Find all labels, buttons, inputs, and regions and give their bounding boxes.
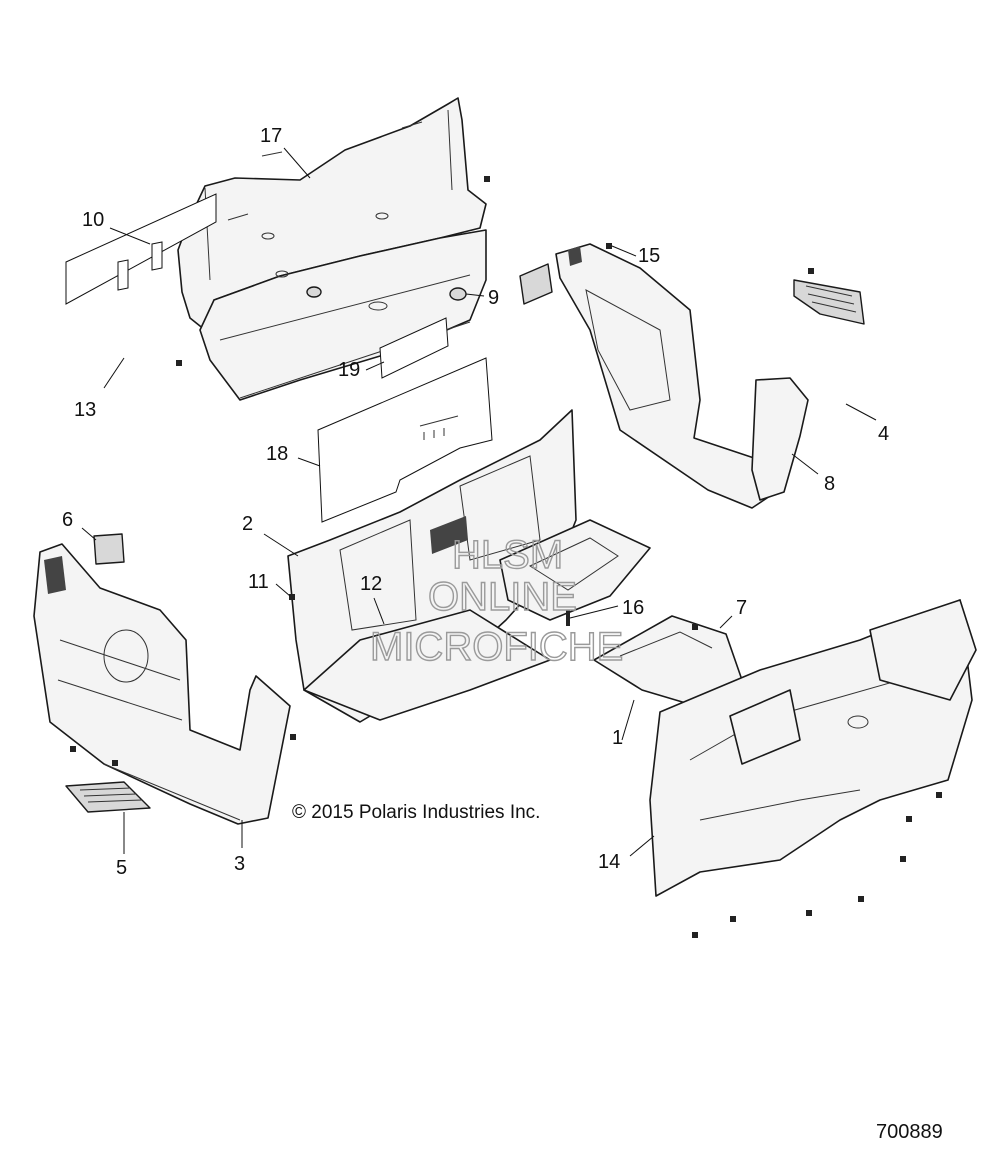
callout-18: 18 <box>266 443 288 465</box>
callout-13: 13 <box>74 399 96 421</box>
part-5-footrest <box>65 781 151 813</box>
callout-9: 9 <box>488 287 499 309</box>
part-4-footrest <box>793 279 865 325</box>
part-6-fastener <box>93 533 125 565</box>
callouts: 1 2 3 4 5 6 7 8 9 10 11 12 13 14 15 16 1… <box>62 125 889 879</box>
watermark-line-2: ONLINE <box>428 575 577 619</box>
leader-lines <box>81 147 877 857</box>
callout-4: 4 <box>878 423 889 445</box>
part-10-decal <box>65 193 217 305</box>
part-8-right-side-panel <box>555 243 809 509</box>
drawing-number: 700889 <box>876 1121 943 1143</box>
callout-7: 7 <box>736 597 747 619</box>
part-19-pad <box>379 317 449 379</box>
callout-19: 19 <box>338 359 360 381</box>
part-17-rear-panel <box>177 97 487 401</box>
part-14-rear-cargo-floor <box>649 599 977 897</box>
callout-6: 6 <box>62 509 73 531</box>
callout-15: 15 <box>638 245 660 267</box>
part-2-center-floor <box>287 409 577 723</box>
watermark: HLSM ONLINE MICROFICHE <box>369 532 624 669</box>
callout-2: 2 <box>242 513 253 535</box>
callout-14: 14 <box>598 851 620 873</box>
watermark-line-1: HLSM <box>452 533 563 577</box>
part-18-liner <box>317 357 493 523</box>
callout-8: 8 <box>824 473 835 495</box>
callout-11: 11 <box>248 571 269 593</box>
part-3-left-side-panel <box>33 543 291 825</box>
callout-10: 10 <box>82 209 104 231</box>
part-12-floor-tray <box>499 519 651 621</box>
fasteners <box>70 176 942 938</box>
callout-12: 12 <box>360 573 382 595</box>
callout-3: 3 <box>234 853 245 875</box>
callout-16: 16 <box>622 597 644 619</box>
callout-1: 1 <box>612 727 623 749</box>
part-15-fastener <box>519 263 553 305</box>
copyright-notice: © 2015 Polaris Industries Inc. <box>292 802 540 823</box>
callout-17: 17 <box>260 125 282 147</box>
part-9-grommet <box>306 286 467 301</box>
watermark-line-3: MICROFICHE <box>370 625 623 669</box>
part-13-small-decal <box>117 241 163 291</box>
callout-5: 5 <box>116 857 127 879</box>
